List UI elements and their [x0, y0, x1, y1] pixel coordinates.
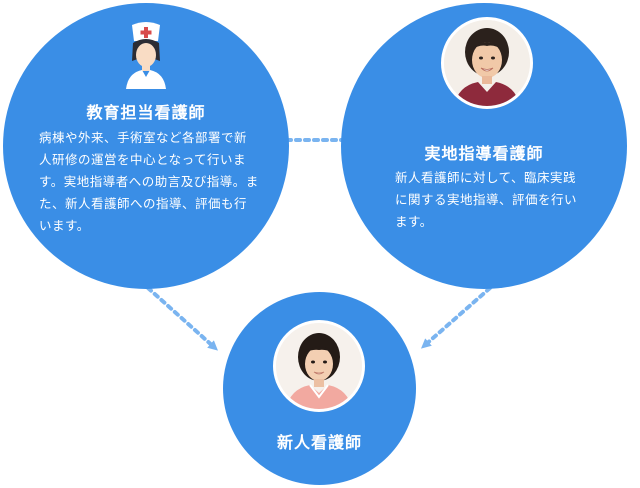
new-nurse-node: 新人看護師: [223, 292, 416, 485]
arrow-educator-to-new-nurse: [146, 286, 218, 351]
arrow-preceptor-to-new-nurse: [420, 286, 492, 349]
preceptor-nurse-node: 実地指導看護師 新人看護師に対して、臨床実践に関する実地指導、評価を行います。: [341, 3, 627, 289]
new-nurse-title: 新人看護師: [276, 433, 362, 452]
preceptor-photo: [441, 17, 533, 109]
nurse-cap-icon: [126, 22, 166, 89]
educator-nurse-node: 教育担当看護師 病棟や外来、手術室など各部署で新人研修の運営を中心となって行いま…: [3, 3, 289, 289]
new-nurse-photo: [273, 320, 365, 412]
preceptor-title: 実地指導看護師: [424, 144, 544, 163]
educator-description: 病棟や外来、手術室など各部署で新人研修の運営を中心となって行います。実地指導者へ…: [39, 130, 259, 233]
educator-title: 教育担当看護師: [86, 103, 206, 122]
preceptor-description: 新人看護師に対して、臨床実践に関する実地指導、評価を行います。: [395, 170, 578, 229]
